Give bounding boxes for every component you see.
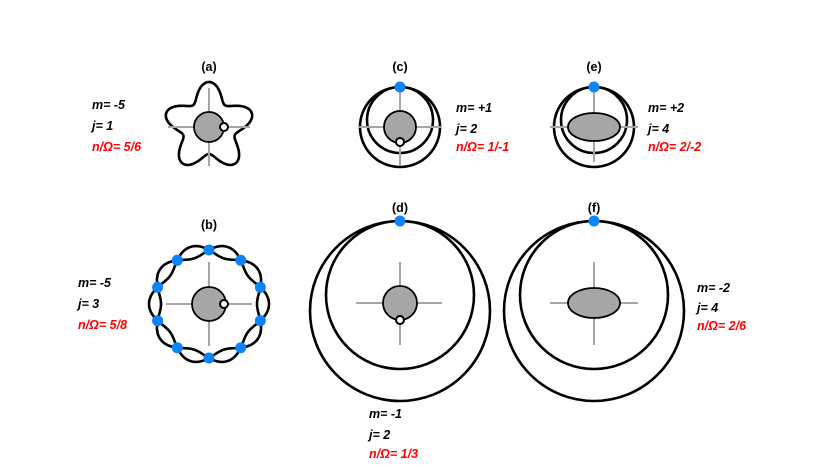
panel-c-m-label: m= +1 [456,101,492,115]
panel-e-ratio-label: n/Ω= 2/-2 [648,140,701,154]
panel-b-resonance-point [203,352,215,364]
panel-d-m-label: m= -1 [369,407,402,421]
panel-f-ratio-label: n/Ω= 2/6 [697,319,747,333]
panel-b-label: (b) [201,218,217,232]
panel-e-label: (e) [586,60,601,74]
panel-c-label: (c) [392,60,407,74]
panel-e-j-label: j= 4 [646,122,669,136]
panel-a-orbiter-marker [219,122,229,132]
panel-a: (a) m= -5 j= 1 n/Ω= 5/6 [90,60,254,167]
panel-e-m-label: m= +2 [648,101,684,115]
panel-e: (e) m= +2 j= 4 n/Ω= 2/-2 [550,60,701,169]
panel-b-m-label: m= -5 [78,276,112,290]
panel-c-orbiter-marker [395,137,405,147]
panel-b-resonance-point [235,342,247,354]
panel-b-resonance-points [152,244,266,364]
panel-c-ratio-label: n/Ω= 1/-1 [456,140,509,154]
panel-b-resonance-point [152,315,164,327]
panel-c: (c) m= +1 j= 2 n/Ω= 1/-1 [358,60,509,169]
panel-b-resonance-point [152,281,164,293]
panel-b-j-label: j= 3 [76,297,99,311]
panel-a-m-label: m= -5 [92,98,126,112]
panel-d-central-body [382,285,418,321]
panel-d-label: (d) [392,201,408,215]
panel-b-resonance-point [235,254,247,266]
panel-f-resonance-point [588,215,600,227]
panel-d-resonance-point [394,215,406,227]
panel-e-central-body [567,112,621,142]
panel-a-ratio-label: n/Ω= 5/6 [92,140,142,154]
panel-c-resonance-point [394,81,406,93]
panel-d: (d) m= -1 j= 2 n/Ω= 1/3 [308,201,492,461]
panel-b-resonance-point [254,281,266,293]
panel-f-m-label: m= -2 [697,281,730,295]
panel-b-resonance-point [254,315,266,327]
panel-f-central-body [567,287,621,319]
panel-e-resonance-point [588,81,600,93]
panel-b-resonance-point [171,342,183,354]
panel-c-j-label: j= 2 [454,122,477,136]
panel-d-orbiter-marker [395,315,405,325]
panel-b-ratio-label: n/Ω= 5/8 [78,318,127,332]
panel-f: (f) m= -2 j= 4 n/Ω= 2/6 [502,201,747,403]
panel-f-j-label: j= 4 [695,301,718,315]
panel-b-orbit [147,244,271,364]
panel-b: (b) m= -5 j= 3 n/Ω= 5/8 [76,218,271,364]
panel-b-orbiter-marker [219,299,229,309]
panel-a-label: (a) [201,60,216,74]
panel-d-j-label: j= 2 [367,428,390,442]
panel-a-j-label: j= 1 [90,119,113,133]
panel-b-resonance-point [171,254,183,266]
panel-d-ratio-label: n/Ω= 1/3 [369,447,418,461]
panel-f-label: (f) [588,201,601,215]
panel-b-resonance-point [203,244,215,256]
